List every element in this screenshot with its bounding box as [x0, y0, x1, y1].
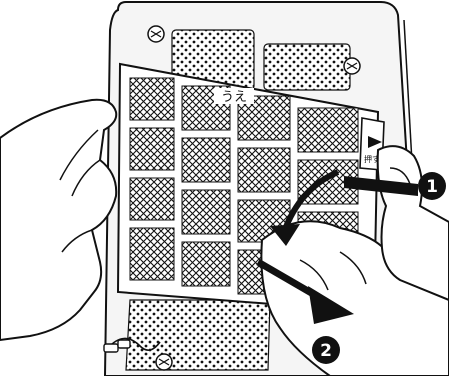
- left-hand: [0, 98, 118, 342]
- step-1-number: 1: [426, 177, 438, 197]
- arrow-icon: [281, 169, 340, 234]
- vent-grille-top-right: [263, 43, 351, 91]
- arrow-icon: [308, 286, 354, 324]
- step-2-badge: 2: [312, 336, 340, 364]
- screw-icon: [155, 353, 173, 371]
- arrow-step-2: [256, 258, 354, 324]
- arrow-icon: [344, 176, 418, 196]
- arrow-step-1: [270, 169, 418, 246]
- arrow-icon: [270, 224, 300, 246]
- screw-icon: [147, 25, 165, 43]
- screw-icon: [343, 57, 361, 75]
- arrow-icon: [368, 136, 382, 148]
- step-2-number: 2: [320, 341, 332, 361]
- cable-icon: [103, 337, 161, 353]
- filter-mesh: [129, 77, 359, 295]
- step-1-badge: 1: [418, 172, 446, 200]
- filter-top-label: うえ: [221, 90, 247, 105]
- vent-grille-bottom: [125, 299, 271, 371]
- right-hand-lower: [260, 220, 449, 376]
- push-tab-label: 押す: [364, 154, 380, 164]
